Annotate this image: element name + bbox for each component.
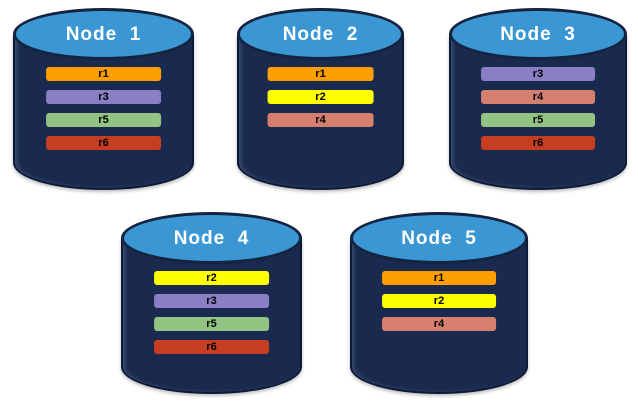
- replica-list: r1 r2 r4: [267, 67, 374, 127]
- replica-label: r6: [532, 136, 544, 149]
- replica-bar: r5: [45, 113, 162, 127]
- node-4-cylinder: Node 4 r2 r3 r5 r6: [121, 212, 302, 394]
- replica-bar: r1: [45, 67, 162, 81]
- replica-label: r1: [98, 67, 109, 80]
- replica-bar: r3: [45, 90, 162, 104]
- node-title: Node 1: [65, 23, 142, 45]
- replica-bar: r2: [267, 90, 374, 104]
- cylinder-top-ellipse: Node 3: [449, 8, 627, 60]
- cylinder-top-ellipse: Node 5: [350, 212, 528, 264]
- cylinder-body: [121, 238, 302, 394]
- replica-label: r5: [532, 113, 544, 126]
- replica-list: r1 r2 r4: [382, 271, 496, 331]
- replica-bar: r1: [267, 67, 374, 81]
- node-5-cylinder: Node 5 r1 r2 r4: [350, 212, 528, 394]
- replica-label: r3: [98, 90, 109, 103]
- cylinder-top-ellipse: Node 4: [121, 212, 302, 264]
- replica-label: r1: [315, 67, 326, 80]
- node-title: Node 2: [282, 23, 359, 45]
- cylinder-body: [13, 34, 194, 190]
- replica-bar: r1: [382, 271, 496, 285]
- node-title: Node 4: [173, 227, 250, 249]
- replica-label: r1: [433, 271, 445, 284]
- replica-list: r1 r3 r5 r6: [45, 67, 162, 150]
- replica-list: r2 r3 r5 r6: [153, 271, 270, 354]
- replica-label: r6: [206, 340, 217, 353]
- replica-label: r4: [433, 317, 445, 330]
- replica-bar: r3: [481, 67, 595, 81]
- replica-bar: r2: [153, 271, 270, 285]
- replica-bar: r6: [481, 136, 595, 150]
- replica-bar: r5: [153, 317, 270, 331]
- node-2-cylinder: Node 2 r1 r2 r4: [237, 8, 404, 190]
- replica-label: r3: [206, 294, 217, 307]
- replica-list: r3 r4 r5 r6: [481, 67, 595, 150]
- replica-bar: r5: [481, 113, 595, 127]
- replica-label: r2: [315, 90, 326, 103]
- replica-label: r3: [532, 67, 544, 80]
- replica-bar: r4: [382, 317, 496, 331]
- replica-bar: r4: [267, 113, 374, 127]
- replica-label: r4: [315, 113, 326, 126]
- replica-label: r6: [98, 136, 109, 149]
- replica-bar: r3: [153, 294, 270, 308]
- node-3-cylinder: Node 3 r3 r4 r5 r6: [449, 8, 627, 190]
- replica-label: r5: [206, 317, 217, 330]
- replica-bar: r2: [382, 294, 496, 308]
- cylinder-body: [237, 34, 404, 190]
- node-1-cylinder: Node 1 r1 r3 r5 r6: [13, 8, 194, 190]
- replica-bar: r4: [481, 90, 595, 104]
- replica-bar: r6: [45, 136, 162, 150]
- replica-bar: r6: [153, 340, 270, 354]
- cylinder-body: [350, 238, 528, 394]
- replica-label: r2: [433, 294, 445, 307]
- node-title: Node 5: [401, 227, 477, 249]
- cylinder-top-ellipse: Node 1: [13, 8, 194, 60]
- cylinder-body: [449, 34, 627, 190]
- node-title: Node 3: [500, 23, 576, 45]
- replica-label: r4: [532, 90, 544, 103]
- cylinder-top-ellipse: Node 2: [237, 8, 404, 60]
- replica-label: r5: [98, 113, 109, 126]
- replica-label: r2: [206, 271, 217, 284]
